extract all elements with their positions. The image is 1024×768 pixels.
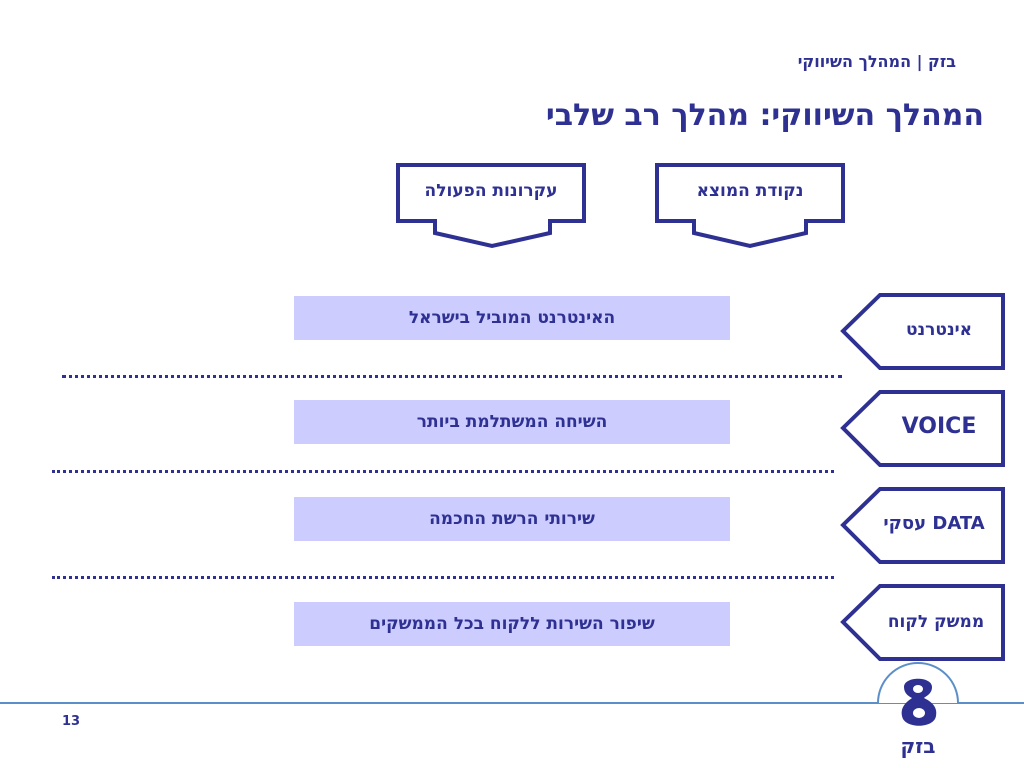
bezeq-logo	[877, 662, 959, 726]
tag-label-voice: VOICE	[901, 414, 977, 439]
row-separator	[52, 576, 834, 579]
tag-label-internet: אינטרנט	[905, 320, 973, 340]
row-content-data: שירותי הרשת החכמה	[294, 497, 730, 541]
tag-shape	[840, 293, 1005, 370]
row-content-voice: השיחה המשתלמת ביותר	[294, 400, 730, 444]
page-number: 13	[62, 714, 81, 729]
row-separator	[52, 470, 834, 473]
arrow-box-shape	[396, 163, 586, 249]
tag-label-data: DATA עסקי	[883, 513, 985, 534]
top-box-label-start-point: נקודת המוצא	[696, 181, 804, 201]
header-text: בזק | המהלך השיווקי	[797, 52, 956, 71]
tag-shape	[840, 584, 1005, 661]
row-separator	[62, 375, 842, 378]
top-box-label-principles: עקרונות הפעולה	[424, 181, 558, 201]
tag-shape	[840, 487, 1005, 564]
logo-text: בזק	[900, 734, 936, 758]
tag-shape	[840, 390, 1005, 467]
tag-label-customer: ממשק לקוח	[887, 612, 985, 632]
arrow-box-shape	[655, 163, 845, 249]
row-content-customer: שיפור השירות ללקוח בכל הממשקים	[294, 602, 730, 646]
row-content-internet: האינטרנט המוביל בישראל	[294, 296, 730, 340]
page-title: המהלך השיווקי: מהלך רב שלבי	[545, 98, 984, 133]
